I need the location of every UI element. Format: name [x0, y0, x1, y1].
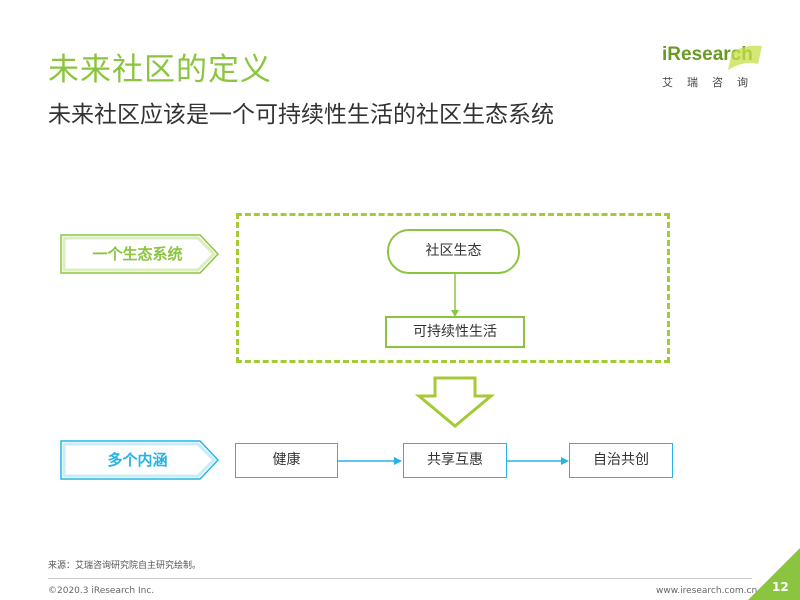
eco-node: 社区生态	[387, 229, 520, 274]
connotation-tag: 多个内涵	[60, 440, 220, 480]
connotation-label: 多个内涵	[107, 451, 168, 469]
down-arrow-connector	[451, 274, 459, 317]
logo-brand: iResearch	[662, 44, 753, 65]
logo-wave-icon	[728, 45, 762, 70]
logo-chinese: 艾瑞咨询	[662, 76, 762, 89]
page-number: 12	[772, 580, 789, 594]
page-title: 未来社区的定义	[48, 52, 272, 88]
item-sharing: 共享互惠	[403, 443, 507, 478]
page-subtitle: 未来社区应该是一个可持续性生活的社区生态系统	[48, 102, 554, 128]
right-arrow-connector	[338, 457, 402, 465]
right-arrow-connector	[507, 457, 569, 465]
item-autonomy: 自治共创	[569, 443, 673, 478]
tag-arrow-shape	[60, 440, 220, 480]
item-health: 健康	[235, 443, 338, 478]
iresearch-logo: iResearch 艾瑞咨询	[662, 42, 762, 92]
copyright: ©2020.3 iResearch Inc.	[48, 586, 155, 596]
ecosystem-label: 一个生态系统	[92, 245, 183, 263]
big-down-arrow-icon	[415, 376, 495, 428]
tag-arrow-shape	[60, 234, 220, 274]
ecosystem-tag: 一个生态系统	[60, 234, 220, 274]
source-note: 来源：艾瑞咨询研究院自主研究绘制。	[48, 561, 202, 571]
corner-triangle	[748, 548, 800, 600]
ecosystem-dashed-box	[236, 213, 670, 363]
sustainable-node: 可持续性生活	[385, 316, 525, 348]
footer-divider	[48, 578, 752, 579]
website-url: www.iresearch.com.cn	[656, 586, 758, 596]
